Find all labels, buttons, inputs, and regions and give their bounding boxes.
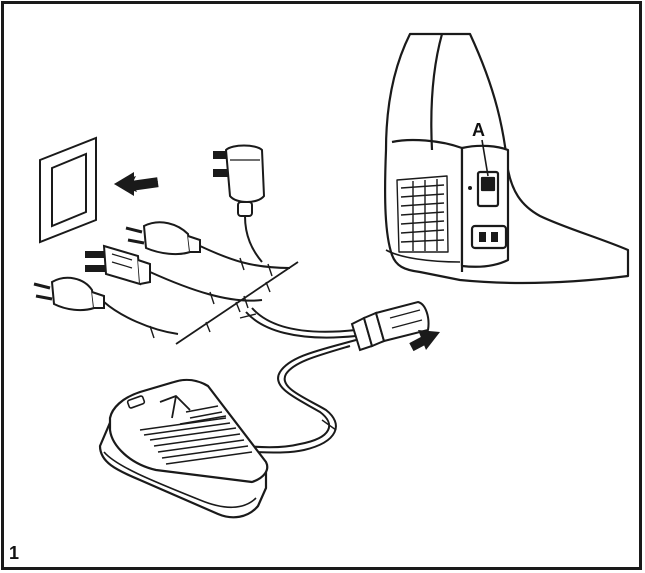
euro-plug-lower (33, 276, 179, 339)
euro-plug-upper (125, 221, 291, 277)
indicator-dot (468, 186, 472, 190)
pedal-grip-ribs (139, 405, 253, 465)
pedal-base-edge (103, 451, 257, 509)
arrow-to-wall-shaft (131, 177, 159, 191)
foot-pedal (98, 378, 269, 519)
arrow-to-wall-head (114, 172, 134, 196)
vent-grille (396, 175, 449, 253)
main-cable (245, 307, 357, 454)
machine-connector (350, 300, 430, 352)
wall-outlet (39, 136, 97, 244)
callout-a-leader (481, 139, 489, 177)
power-switch-rocker (480, 176, 496, 192)
wall-plate-inner (51, 152, 87, 228)
figure-number: 1 (9, 543, 19, 563)
callout-a-label: A (472, 120, 485, 140)
plug-in-adapter (213, 144, 266, 263)
machine-base-line (385, 249, 461, 263)
sewing-machine (383, 32, 630, 285)
us-plug (85, 244, 263, 309)
arrow-to-machine-icon (409, 330, 440, 352)
pedal-top (108, 378, 269, 484)
machine-socket (470, 224, 508, 250)
machine-column-line (430, 33, 444, 151)
